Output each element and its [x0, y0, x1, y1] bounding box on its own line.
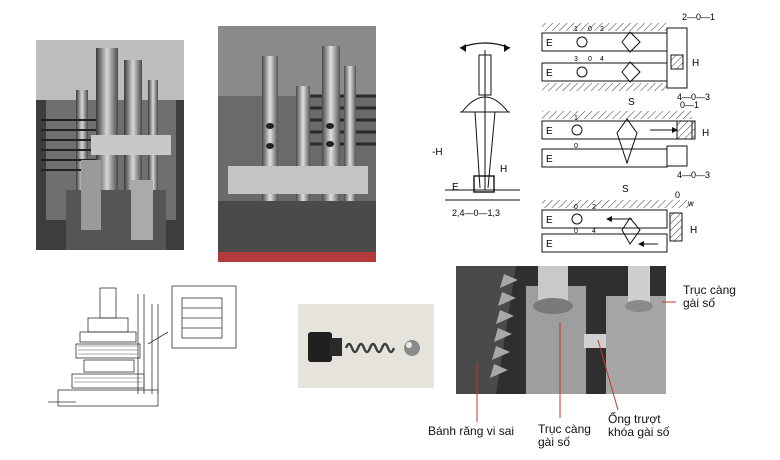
lever-left-h: -H — [432, 147, 443, 158]
s1-g3: 2 — [600, 26, 604, 33]
label-fork-shaft: Trục càng gài số — [538, 422, 591, 449]
s2-g2: 0 — [574, 143, 578, 150]
s2-e: E — [546, 126, 553, 137]
s3-e: E — [546, 215, 553, 226]
s3-g1: 0 — [574, 204, 578, 211]
s1-g5: 0 — [588, 56, 592, 63]
s1-bottom-code: 4—0—3 — [677, 92, 710, 102]
label-lock-tube: Ống trượt khóa gài số — [608, 412, 670, 439]
s3-h: H — [690, 225, 697, 236]
state-3: E E 0 2 0 4 0 w H — [541, 190, 697, 253]
s3-w: w — [687, 199, 694, 208]
s-letter-1: S — [628, 97, 635, 108]
s3-g3: 0 — [574, 228, 578, 235]
s2-g1: 1 — [574, 115, 578, 122]
label-differential-gear: Bánh răng vi sai — [428, 424, 515, 438]
s1-g6: 4 — [600, 56, 604, 63]
photo-interlock-internals — [456, 266, 666, 394]
s1-e: E — [546, 38, 553, 49]
s3-code: 0 — [675, 190, 680, 200]
shift-lever-diagram: -H H E 2,4—0—1,3 — [430, 40, 530, 220]
interlock-diagram: E E 1 0 2 3 0 4 2—0—1 H 4—0—3 S E E 1 0 — [532, 8, 742, 258]
s1-e2: E — [546, 68, 553, 79]
s1-top-code: 2—0—1 — [682, 12, 715, 22]
s1-g1: 1 — [574, 26, 578, 33]
lever-h: H — [500, 164, 507, 175]
lever-code: 2,4—0—1,3 — [452, 208, 500, 218]
state-1: E E 1 0 2 3 0 4 2—0—1 H 4—0—3 — [541, 12, 715, 102]
s1-g4: 3 — [574, 56, 578, 63]
photo-gearbox-forks-1 — [36, 40, 184, 250]
s1-g2: 0 — [588, 26, 592, 33]
s2-h: H — [702, 128, 709, 139]
s3-g4: 4 — [592, 228, 596, 235]
lever-e: E — [452, 182, 459, 193]
photo-gearbox-forks-2 — [218, 26, 376, 262]
gearbox-line-drawing — [48, 284, 238, 408]
s-letter-2: S — [622, 184, 629, 195]
s3-e2: E — [546, 239, 553, 250]
state-2: E E 1 0 0—1 H 4—0—3 — [541, 100, 710, 180]
label-fork-shaft-top: Trục càng gài số — [683, 283, 736, 310]
s2-bottom-code: 4—0—3 — [677, 170, 710, 180]
s2-code: 0—1 — [680, 100, 699, 110]
photo-detent-plug-spring-ball — [298, 304, 434, 388]
s3-g2: 2 — [592, 204, 596, 211]
s1-h: H — [692, 58, 699, 69]
s2-e2: E — [546, 154, 553, 165]
